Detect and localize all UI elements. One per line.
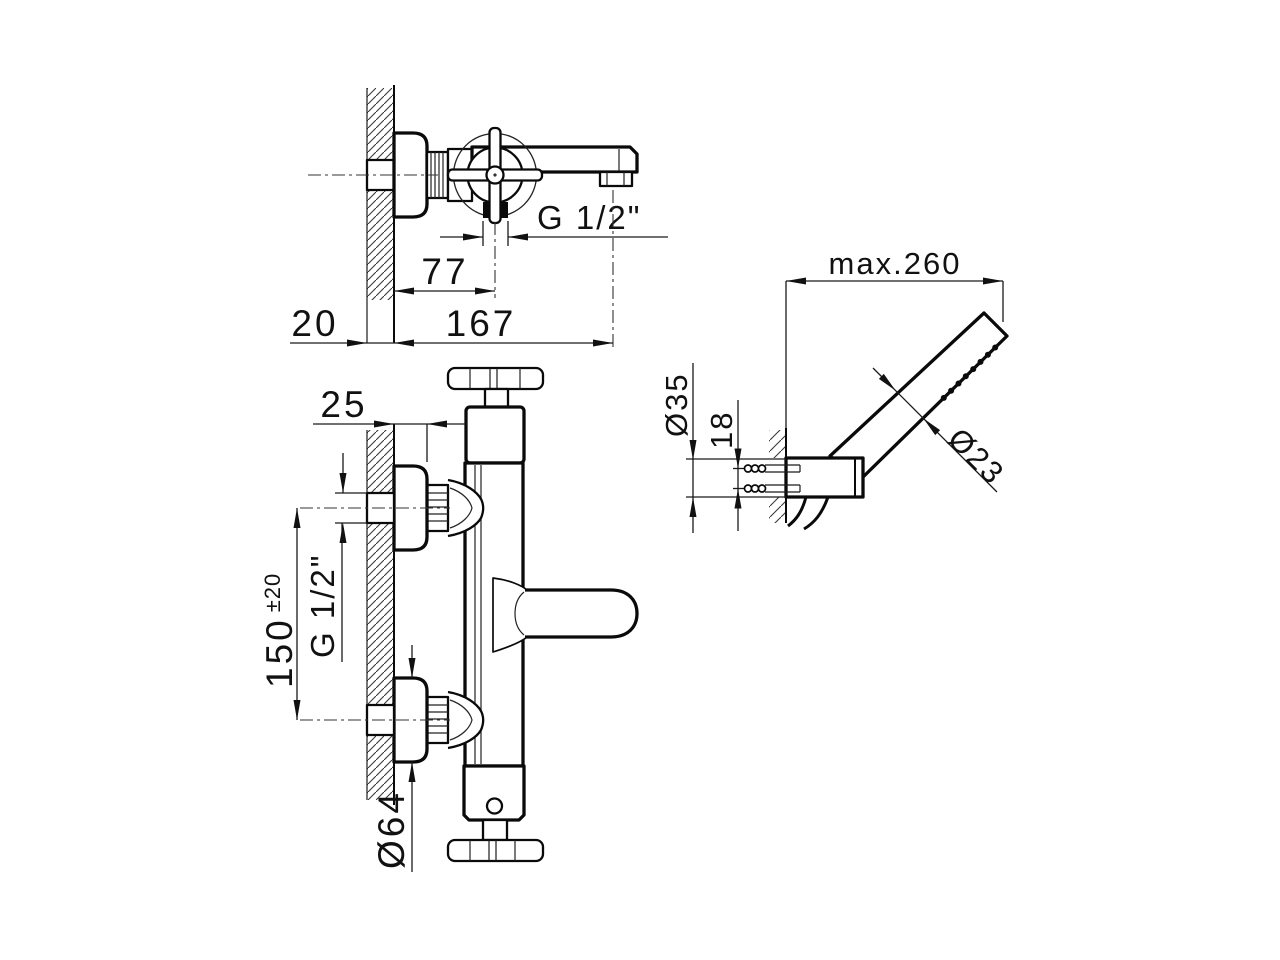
aerator <box>598 170 634 188</box>
arrowhead <box>923 418 941 436</box>
arrowhead <box>394 339 414 347</box>
arrowhead <box>374 420 394 428</box>
union-bell <box>447 478 485 538</box>
arrowhead <box>293 508 301 528</box>
arrowhead <box>593 339 613 347</box>
arrowhead <box>786 277 806 285</box>
dimension-wall-and-reach: 20 167 <box>290 190 614 349</box>
dim-label-screw-spacing: 18 <box>704 411 739 449</box>
inlet-spacing-tolerance: ±20 <box>260 573 285 613</box>
inlet-escutcheon <box>392 676 429 764</box>
wall-hatch <box>367 88 394 300</box>
arrowhead <box>347 339 367 347</box>
arrowhead <box>394 287 414 295</box>
arrowhead <box>463 233 483 241</box>
arrowhead <box>475 287 495 295</box>
wall-section-top <box>366 85 395 343</box>
diverter-block <box>462 764 526 822</box>
arrowhead <box>983 277 1003 285</box>
fixing-screw-top <box>733 464 801 473</box>
arrowhead <box>339 523 347 543</box>
dim-label-handle-offset: 77 <box>421 251 468 292</box>
arrowhead <box>508 233 528 241</box>
wall-hatch <box>367 735 394 800</box>
mixer-front-view: 25 150±20 G 1/2" Ø64 <box>259 366 639 872</box>
wall-section-right <box>769 428 787 523</box>
arrowhead <box>339 473 347 493</box>
arrowhead <box>408 762 416 782</box>
wall-hatch <box>367 523 394 705</box>
diverter-hole <box>485 797 504 815</box>
dim-label-spout-reach: 167 <box>446 303 517 344</box>
dimension-screw-spacing: 18 <box>704 400 742 531</box>
dim-label-outlet-thread: G 1/2" <box>537 199 641 236</box>
arrowhead <box>734 448 742 469</box>
arrowhead <box>878 373 896 391</box>
dim-label-escutcheon-diameter: Ø64 <box>371 790 412 869</box>
spout-front <box>492 577 639 653</box>
arrowhead <box>427 420 447 428</box>
dimension-inlet-thread: G 1/2" <box>304 453 367 662</box>
lower-inlet <box>300 676 485 764</box>
inlet-spacing-value: 150 <box>259 617 300 688</box>
dimension-holder-diameter: Ø35 <box>659 363 786 533</box>
cartridge-cap <box>464 405 526 465</box>
arrowhead <box>293 700 301 720</box>
spout-side-view: G 1/2" 77 20 167 <box>290 85 668 349</box>
wall-hatch <box>769 430 786 458</box>
dim-label-holder-diameter: Ø35 <box>659 372 694 437</box>
fixing-screw-bottom <box>733 484 801 493</box>
arrowhead <box>689 497 697 517</box>
bottom-handle-edge <box>446 838 545 863</box>
dimension-handle-offset: 77 <box>394 222 496 298</box>
cross-handle-front <box>446 126 544 225</box>
wall-section-front <box>366 424 395 805</box>
dimension-outlet-thread: G 1/2" <box>440 199 668 246</box>
dimension-max-reach: max.260 <box>785 246 1004 428</box>
handshower-stick <box>828 311 1009 482</box>
handle-stem <box>481 818 509 842</box>
union-bell <box>447 690 485 750</box>
dimension-escutcheon-diameter: Ø64 <box>371 645 416 872</box>
inlet-escutcheon <box>392 464 429 552</box>
upper-inlet <box>300 464 485 552</box>
shower-hose <box>787 496 830 531</box>
dim-label-wall-thickness: 20 <box>291 303 338 344</box>
dim-label-inlet-spacing: 150±20 <box>259 573 300 688</box>
dim-label-inlet-thread: G 1/2" <box>304 554 341 658</box>
wall-hatch <box>367 430 394 493</box>
wall-hatch <box>769 497 786 523</box>
handle-stem <box>483 387 510 409</box>
top-handle-edge <box>446 366 545 391</box>
dim-label-escutcheon-depth: 25 <box>320 384 367 425</box>
dimension-escutcheon-depth: 25 <box>313 384 467 462</box>
dim-label-max-reach: max.260 <box>829 246 962 281</box>
arrowhead <box>734 488 742 509</box>
dim-label-handle-diameter: Ø23 <box>941 421 1011 491</box>
arrowhead <box>689 440 697 460</box>
spray-nozzles <box>940 344 999 401</box>
arrowhead <box>408 658 416 678</box>
dimension-inlet-spacing: 150±20 <box>259 508 301 720</box>
shower-holder-bracket <box>784 456 865 499</box>
handshower-view: max.260 Ø35 18 Ø23 <box>659 246 1011 533</box>
